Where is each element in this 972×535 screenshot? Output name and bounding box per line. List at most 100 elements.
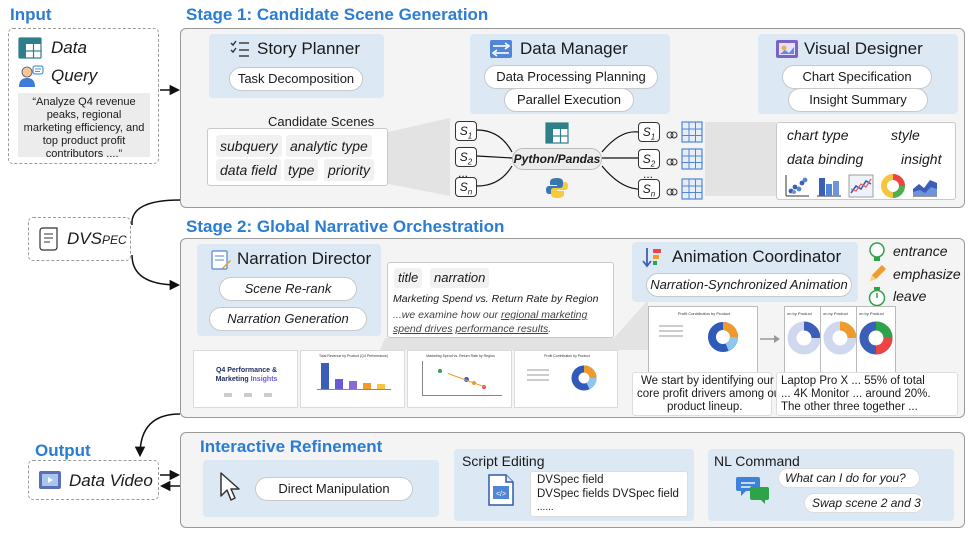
nl-command-panel: NL Command What can I do for you? Swap s…: [708, 449, 954, 521]
donut-chart-icon: [881, 174, 905, 202]
script-editing-title: Script Editing: [462, 453, 545, 469]
link-icon: [666, 154, 678, 172]
candidate-scenes-label: Candidate Scenes: [268, 114, 375, 129]
anim-frame1-title: Profit Contribution by Product: [677, 311, 731, 316]
python-icon: [546, 177, 568, 204]
data-flow-icon: [490, 40, 512, 63]
script-line-1: DVSpec field: [537, 474, 604, 486]
anim-emphasize: emphasize: [893, 266, 961, 282]
animation-coordinator-title: Animation Coordinator: [672, 247, 842, 266]
direct-manipulation-panel: Direct Manipulation: [203, 460, 439, 517]
line-chart-icon: [848, 174, 874, 202]
output-box: Data Video: [28, 460, 159, 500]
narration-sync-animation-pill: Narration-Synchronized Animation: [646, 273, 852, 297]
viz-field-chart-type: chart type: [787, 127, 849, 143]
pencil-icon: [868, 265, 886, 288]
slide4-title: Profit Contribution by Product: [544, 354, 590, 358]
dvspec-box: DVSPEC: [28, 217, 131, 261]
slide2-title: Total Revenue by Product (Q4 Performance…: [318, 354, 389, 358]
nl-command-title: NL Command: [714, 453, 800, 469]
direct-manipulation-pill[interactable]: Direct Manipulation: [255, 477, 413, 501]
table-icon-engine: [545, 122, 569, 148]
refinement-title: Interactive Refinement: [200, 437, 383, 456]
output-heading: Output: [35, 441, 91, 460]
visual-designer-title: Visual Designer: [804, 39, 923, 58]
anim-entrance: entrance: [893, 243, 948, 259]
stopwatch-icon: [868, 287, 886, 312]
narration-line-2: spend drives performance results.: [393, 323, 552, 335]
chart-specification-pill: Chart Specification: [782, 65, 932, 89]
link-icon: [666, 184, 678, 202]
stage1-title: Stage 1: Candidate Scene Generation: [186, 5, 489, 24]
anim-frame3-donut: [823, 321, 857, 355]
input-heading: Input: [10, 5, 52, 24]
slide4-donut: [571, 365, 597, 391]
field-priority: priority: [324, 159, 375, 181]
slide-thumb-3: Marketing Spend vs. Return Rate by Regio…: [407, 350, 512, 408]
scene-out-1: S1: [638, 122, 660, 142]
checklist-icon: [230, 40, 250, 63]
user-query-icon: [19, 65, 44, 92]
data-label: Data: [51, 38, 87, 57]
area-chart-icon: [913, 175, 937, 202]
nl-user-bubble[interactable]: Swap scene 2 and 3: [804, 493, 924, 513]
video-icon: [39, 471, 61, 494]
frame-arrow: [760, 335, 780, 343]
anim-frame-4: on by Product: [856, 306, 896, 374]
narration-card: title narration Marketing Spend vs. Retu…: [387, 262, 614, 338]
slide-thumb-1: Q4 Performance & Marketing Insights: [193, 350, 298, 408]
nl-assistant-bubble: What can I do for you?: [778, 468, 920, 488]
chip-title: title: [394, 268, 423, 288]
data-table-icon: [681, 148, 703, 174]
scene-out-n: Sn: [638, 179, 660, 199]
chat-bubbles-icon: [736, 475, 770, 510]
viz-field-insight: insight: [901, 151, 942, 167]
svg-text:</>: </>: [496, 491, 506, 498]
caption1-line1: We start by identifying our: [641, 375, 774, 387]
anim-frame4-title: on by Product: [859, 311, 884, 316]
slide1-title: Q4 Performance &: [215, 367, 278, 374]
scene-out-ellipsis: ...: [643, 167, 654, 181]
slide1-title2: Marketing Insights: [215, 376, 278, 383]
anim-frame-1: Profit Contribution by Product: [648, 306, 758, 374]
caption1-line3: product lineup.: [667, 401, 743, 413]
viz-field-data-binding: data binding: [787, 151, 864, 167]
anim-frame-3: on by Product: [820, 306, 860, 374]
data-processing-planning-pill: Data Processing Planning: [484, 65, 658, 89]
code-file-icon: </>: [488, 474, 514, 511]
viz-spec-card: chart type style data binding insight: [776, 122, 956, 200]
insight-summary-pill: Insight Summary: [788, 88, 928, 112]
narration-director-title: Narration Director: [237, 249, 372, 268]
scene-in-ellipsis: ...: [458, 166, 469, 180]
script-editor[interactable]: DVSpec field DVSpec fields DVSpec field …: [530, 471, 688, 517]
slide3-title: Marketing Spend vs. Return Rate by Regio…: [426, 354, 495, 358]
slide-thumb-4: Profit Contribution by Product: [514, 350, 618, 408]
data-manager-title: Data Manager: [520, 39, 628, 58]
narration-generation-pill: Narration Generation: [209, 307, 367, 331]
sort-order-icon: [642, 247, 662, 272]
scroll-spec-icon: [39, 227, 60, 256]
candidate-scenes-card: subquery analytic type data field type p…: [207, 128, 388, 186]
parallel-execution-pill: Parallel Execution: [504, 88, 634, 112]
anim-frame-2: on by Product: [784, 306, 824, 374]
animation-coordinator-panel: Animation Coordinator Narration-Synchron…: [632, 242, 858, 302]
dvspec-label: DVSPEC: [67, 229, 127, 248]
anim-frame4-donut: [859, 321, 893, 355]
visual-designer-panel: Visual Designer Chart Specification Insi…: [758, 34, 958, 114]
anim-leave: leave: [893, 288, 927, 304]
scatter-chart-icon: [785, 175, 809, 202]
caption2-line1: Laptop Pro X ... 55% of total: [781, 375, 925, 387]
anim-frame2-title: on by Product: [787, 311, 812, 316]
story-planner-title: Story Planner: [257, 39, 360, 58]
field-type: type: [284, 159, 319, 181]
field-subquery: subquery: [216, 135, 282, 157]
narration-line-1: ...we examine how our regional marketing: [393, 309, 588, 321]
field-analytic-type: analytic type: [286, 135, 372, 157]
field-data-field: data field: [216, 159, 281, 181]
cursor-icon: [220, 472, 242, 507]
input-box: Data Query “Analyze Q4 revenue peaks, re…: [8, 28, 159, 164]
scene-rerank-pill: Scene Re-rank: [219, 277, 357, 301]
anim-frame3-title: on by Product: [823, 311, 848, 316]
query-text: “Analyze Q4 revenue peaks, regional mark…: [18, 93, 150, 160]
script-line-3: ......: [537, 502, 554, 513]
